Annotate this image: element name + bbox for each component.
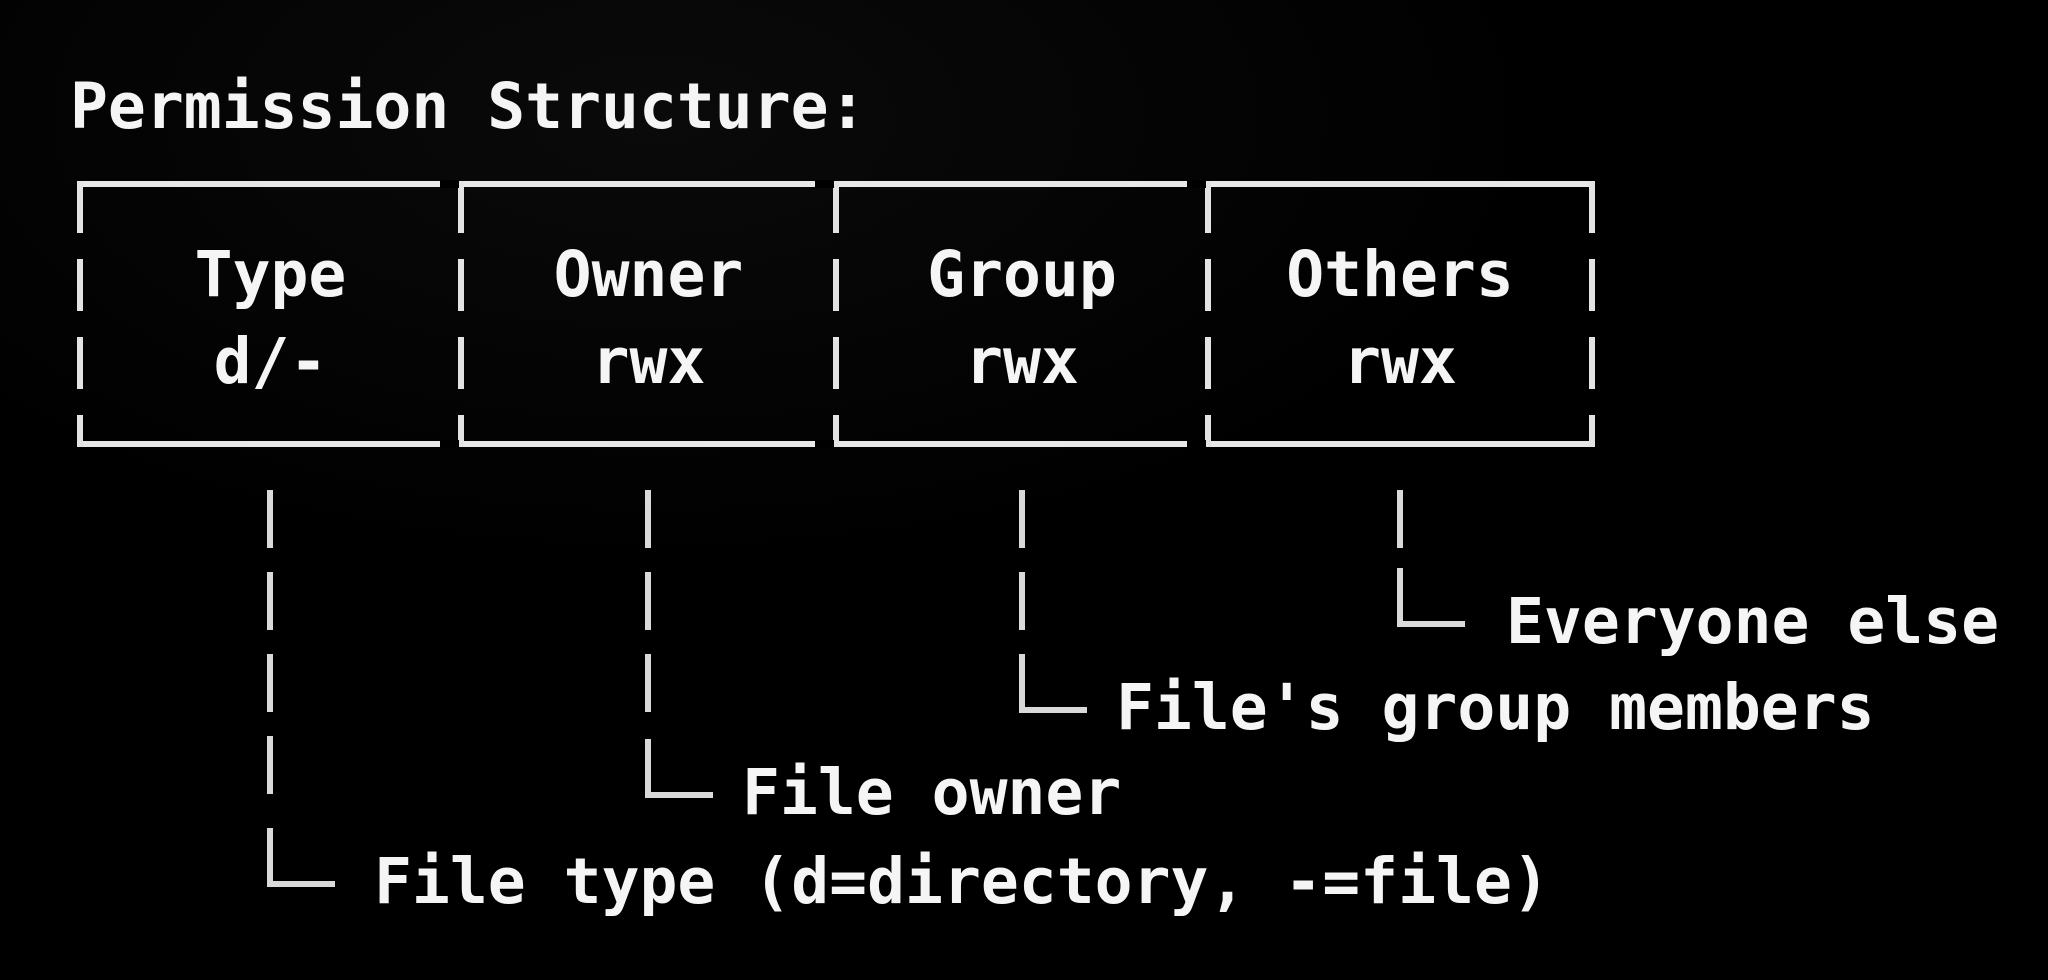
column-name-owner: Owner bbox=[553, 238, 744, 311]
table-separator-1 bbox=[458, 181, 464, 447]
border-junction-gap bbox=[1187, 440, 1206, 448]
border-junction-gap bbox=[1187, 180, 1206, 188]
type-drop-line bbox=[267, 490, 273, 816]
owner-elbow-connector bbox=[645, 739, 713, 798]
column-value-type: d/- bbox=[213, 325, 328, 398]
annotation-group-members: File's group members bbox=[1116, 671, 1875, 744]
owner-drop-line bbox=[645, 490, 651, 734]
annotation-everyone-else: Everyone else bbox=[1506, 585, 2000, 658]
border-junction-gap bbox=[815, 180, 834, 188]
column-value-owner: rwx bbox=[591, 325, 706, 398]
table-cell-others: Others rwx bbox=[1208, 181, 1592, 447]
column-value-others: rwx bbox=[1343, 325, 1457, 398]
column-name-group: Group bbox=[927, 238, 1117, 311]
table-cell-group: Group rwx bbox=[836, 181, 1208, 447]
column-name-others: Others bbox=[1286, 238, 1514, 311]
table-left-border bbox=[77, 181, 83, 447]
border-junction-gap bbox=[440, 440, 459, 448]
table-separator-2 bbox=[833, 181, 839, 447]
annotation-file-type: File type (d=directory, -=file) bbox=[374, 845, 1550, 918]
column-value-group: rwx bbox=[965, 325, 1079, 398]
table-cell-owner: Owner rwx bbox=[461, 181, 836, 447]
page-title: Permission Structure: bbox=[70, 70, 867, 143]
column-name-type: Type bbox=[194, 238, 347, 311]
others-elbow-connector bbox=[1397, 568, 1465, 627]
group-elbow-connector bbox=[1019, 654, 1087, 713]
others-drop-line bbox=[1397, 490, 1403, 566]
border-junction-gap bbox=[440, 180, 459, 188]
annotation-file-owner: File owner bbox=[742, 756, 1122, 829]
border-junction-gap bbox=[815, 440, 834, 448]
table-cell-type: Type d/- bbox=[80, 181, 461, 447]
group-drop-line bbox=[1019, 490, 1025, 650]
table-separator-3 bbox=[1205, 181, 1211, 447]
type-elbow-connector bbox=[267, 828, 335, 887]
table-right-border bbox=[1589, 181, 1595, 447]
